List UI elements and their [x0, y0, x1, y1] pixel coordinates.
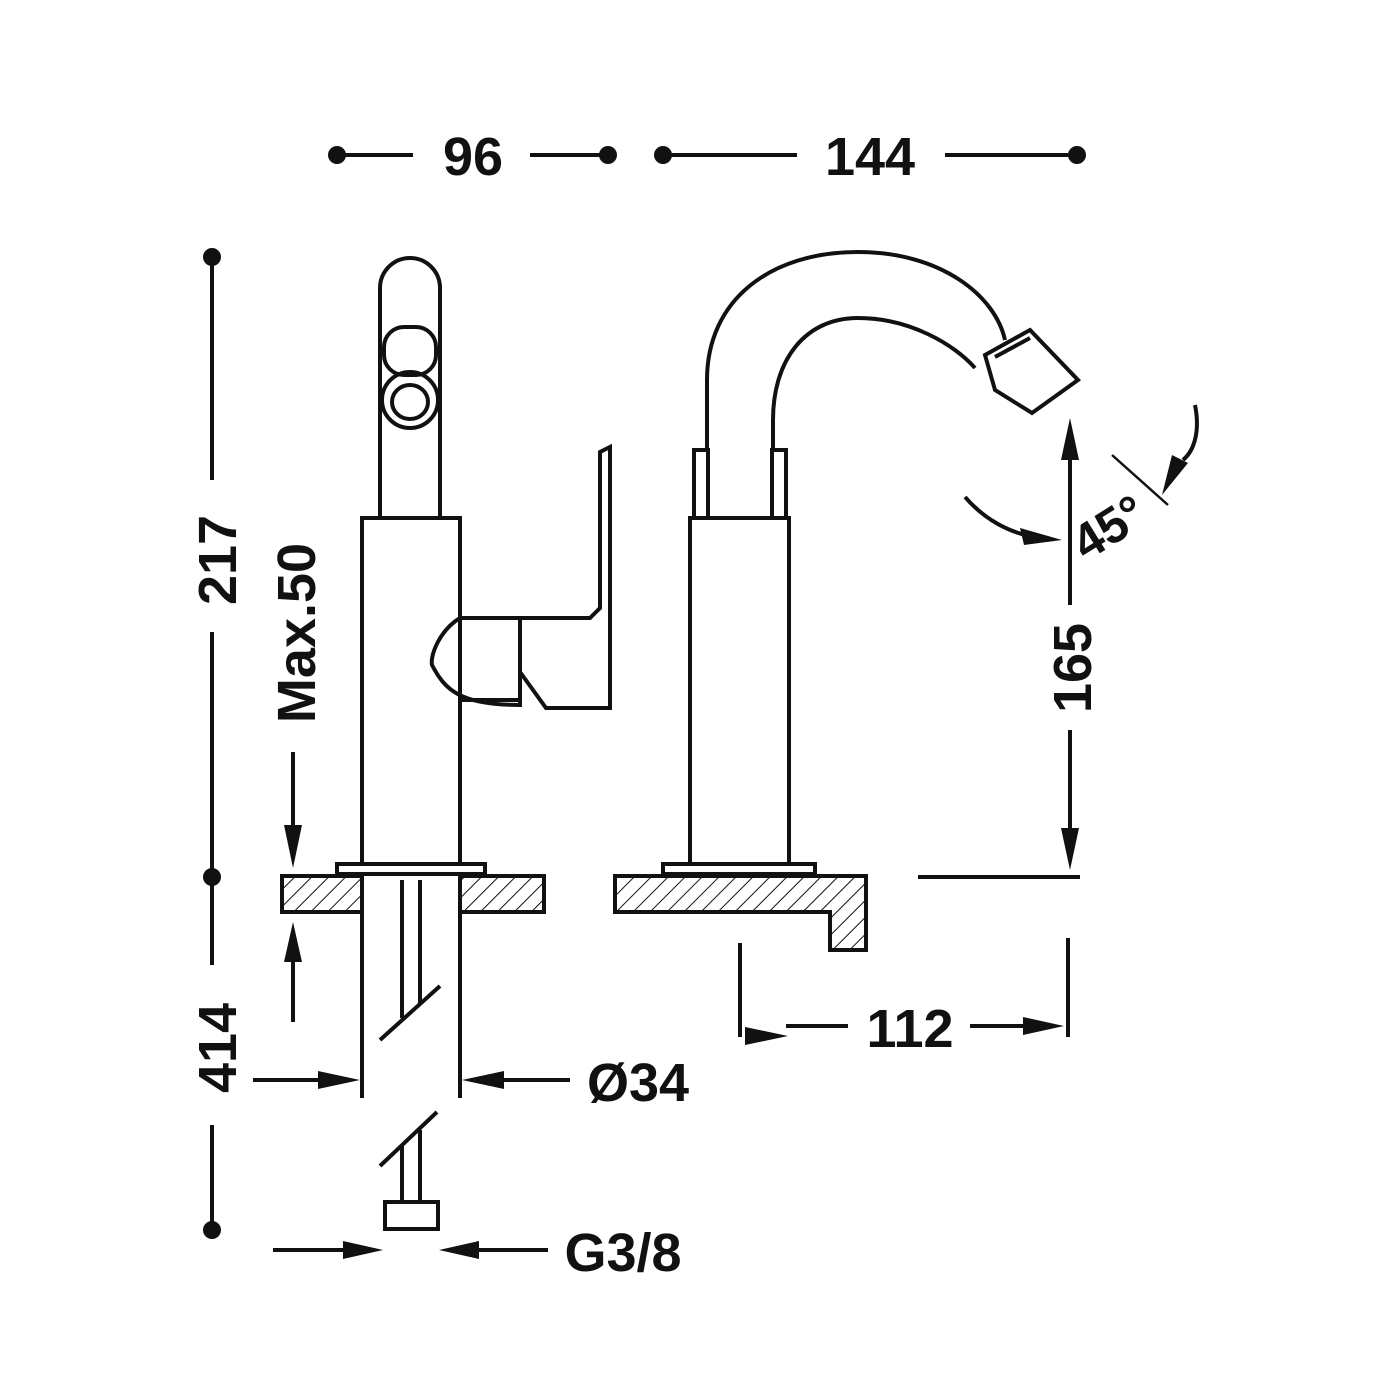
dimension-spout-angle: 45° — [963, 404, 1199, 572]
deck-section-right — [613, 874, 868, 952]
dimension-max-deck: Max.50 — [267, 543, 327, 1022]
width-right-label: 144 — [825, 127, 915, 187]
supply-pipe — [360, 880, 462, 1231]
front-view-mixer — [335, 256, 612, 876]
deck-section-left — [280, 874, 546, 914]
dimension-spout-height: 165 — [918, 418, 1103, 879]
dimension-pipe-length: 414 — [188, 877, 248, 1239]
dimension-connection: G3/8 — [273, 1223, 682, 1283]
connection-label: G3/8 — [564, 1223, 681, 1283]
dimension-spout-reach: 112 — [738, 938, 1070, 1059]
spout-height-label: 165 — [1043, 623, 1103, 713]
dimension-width-right: 144 — [654, 127, 1086, 187]
dimension-diameter: Ø34 — [253, 1053, 689, 1113]
diameter-label: Ø34 — [587, 1053, 689, 1113]
dimension-width-left: 96 — [328, 127, 617, 187]
side-view-spout — [661, 249, 1082, 876]
overall-height-label: 217 — [188, 515, 248, 605]
max-deck-label: Max.50 — [267, 543, 327, 723]
spout-angle-label: 45° — [1062, 484, 1156, 572]
width-left-label: 96 — [443, 127, 503, 187]
dimension-overall-height: 217 — [188, 248, 248, 886]
spout-reach-label: 112 — [866, 999, 953, 1059]
pipe-length-label: 414 — [188, 1003, 248, 1093]
